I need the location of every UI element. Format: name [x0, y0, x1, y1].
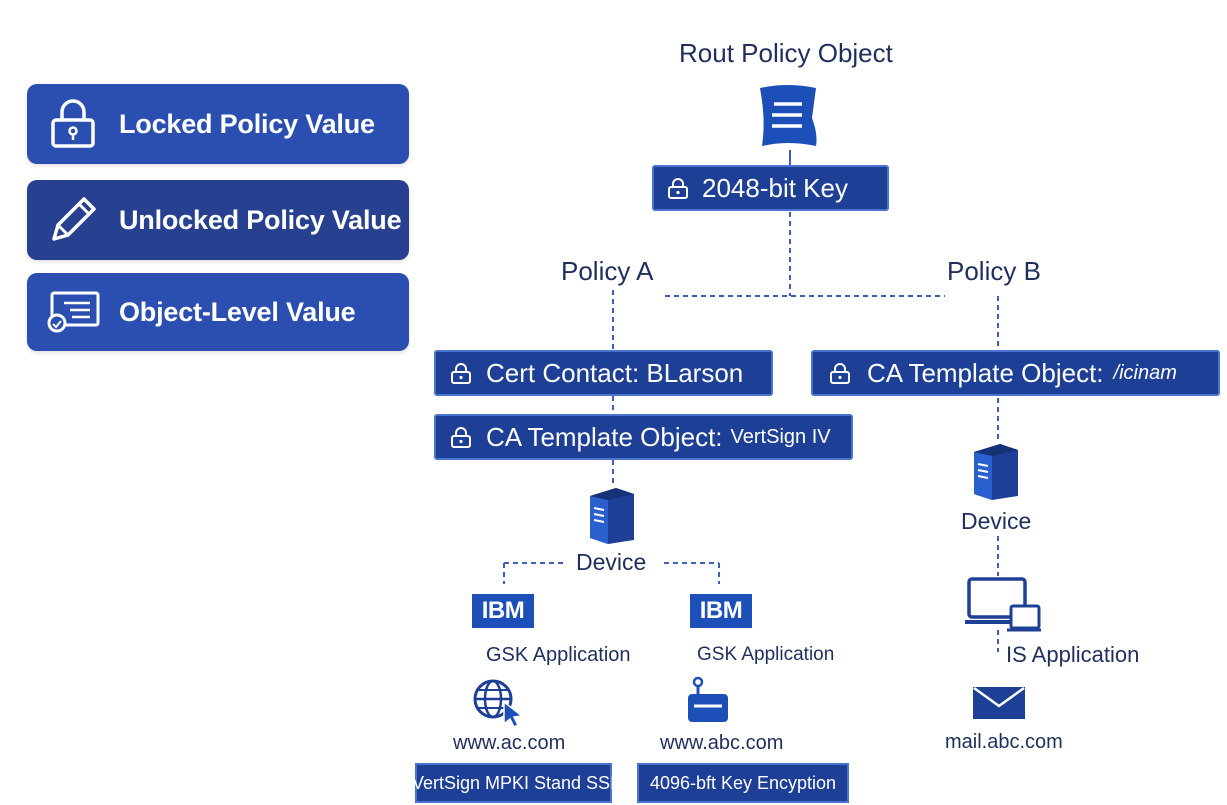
ca-template-value: /icinam: [1113, 361, 1177, 384]
legend-unlocked: Unlocked Policy Value: [27, 180, 409, 260]
ibm-logo: IBM: [472, 594, 534, 628]
tag-right: 4096-bft Key Encyption: [637, 763, 849, 803]
site-right: www.abc.com: [660, 732, 784, 754]
app-left-name: GSK Application: [486, 644, 631, 666]
legend-locked-label: Locked Policy Value: [119, 108, 375, 139]
root-key-node: 2048-bit Key: [652, 165, 889, 211]
ca-template-prefix: CA Template Object:: [867, 357, 1104, 388]
legend-locked: Locked Policy Value: [27, 84, 409, 164]
legend-object-level: Object-Level Value: [27, 273, 409, 351]
root-key-label: 2048-bit Key: [702, 172, 848, 203]
router-icon: [686, 676, 730, 729]
tag-left: VertSign MPKI Stand SSI: [412, 763, 615, 803]
server-icon: [586, 484, 638, 551]
cert-contact-label: Cert Contact: BLarson: [486, 357, 744, 388]
app-right-name: GSK Application: [697, 644, 835, 665]
policy-a-device-label: Device: [576, 549, 647, 575]
legend-object-level-label: Object-Level Value: [119, 296, 356, 327]
policy-b-title: Policy B: [947, 256, 1041, 286]
laptop-icon: [965, 576, 1043, 637]
policy-b-app-name: IS Application: [1006, 642, 1140, 667]
envelope-icon: [972, 686, 1026, 725]
ca-template-prefix: CA Template Object:: [486, 421, 723, 452]
policy-b-site: mail.abc.com: [945, 731, 1063, 753]
policy-a-title: Policy A: [561, 256, 654, 286]
lock-icon: [654, 176, 702, 200]
ibm-logo: IBM: [690, 594, 752, 628]
policy-a-cert-contact-node: Cert Contact: BLarson: [434, 350, 773, 396]
ca-template-value: VertSign IV: [730, 425, 831, 448]
document-icon: [754, 84, 822, 155]
legend-unlocked-label: Unlocked Policy Value: [119, 204, 402, 235]
globe-cursor-icon: [472, 678, 526, 733]
policy-b-device-label: Device: [961, 508, 1032, 534]
lock-icon: [813, 361, 867, 385]
lock-icon: [436, 425, 486, 449]
lock-icon: [436, 361, 486, 385]
policy-a-ca-template-node: CA Template Object: VertSign IV: [434, 414, 853, 460]
pencil-icon: [27, 193, 119, 247]
policy-b-ca-template-node: CA Template Object: /icinam: [811, 350, 1220, 396]
certificate-icon: [27, 289, 119, 335]
site-left: www.ac.com: [453, 732, 566, 754]
lock-icon: [27, 98, 119, 150]
root-title: Rout Policy Object: [679, 38, 893, 68]
server-icon: [970, 440, 1022, 507]
